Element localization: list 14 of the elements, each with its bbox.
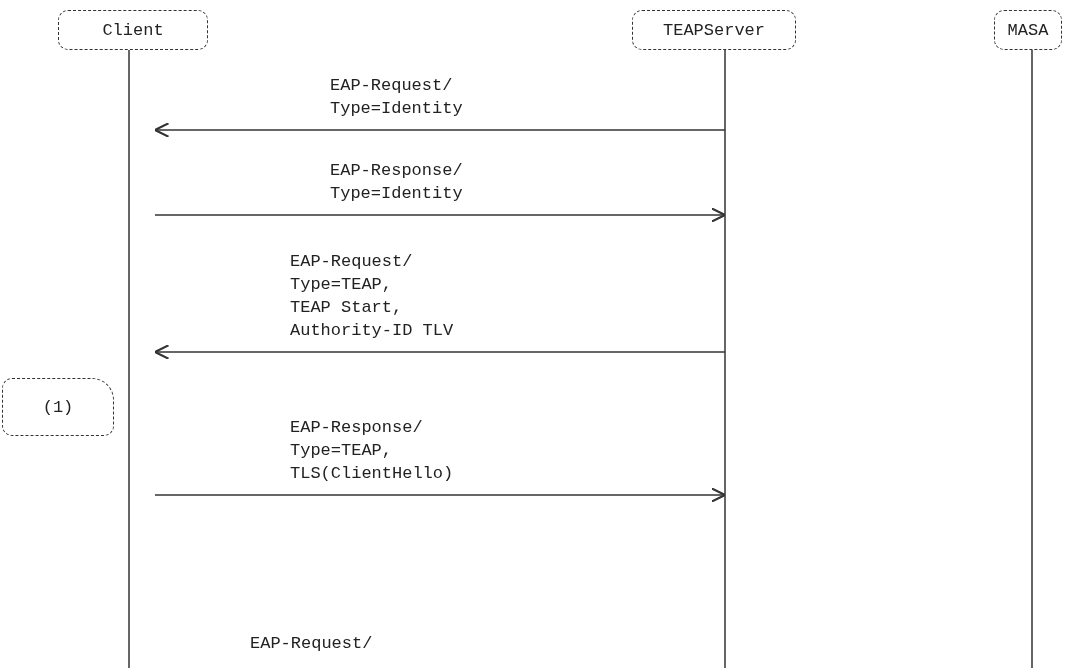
- participant-name: Client: [102, 20, 164, 40]
- message-arrow: [154, 207, 726, 223]
- participant-name: MASA: [1007, 20, 1049, 40]
- message-label: EAP-Response/ Type=Identity: [330, 160, 463, 205]
- message-arrow: [154, 487, 726, 503]
- message-arrow: [154, 122, 726, 138]
- message-label: EAP-Request/: [250, 633, 373, 655]
- message-label: EAP-Request/ Type=TEAP, TEAP Start, Authority-ID TLV: [290, 251, 454, 342]
- message-label: EAP-Request/ Type=Identity: [330, 75, 463, 120]
- message-label: EAP-Response/ Type=TEAP, TLS(ClientHello): [290, 417, 454, 485]
- note-box: [2, 378, 114, 436]
- participant-name: TEAPServer: [663, 20, 765, 40]
- note-number: (1): [42, 397, 74, 417]
- message-arrow: [154, 344, 726, 360]
